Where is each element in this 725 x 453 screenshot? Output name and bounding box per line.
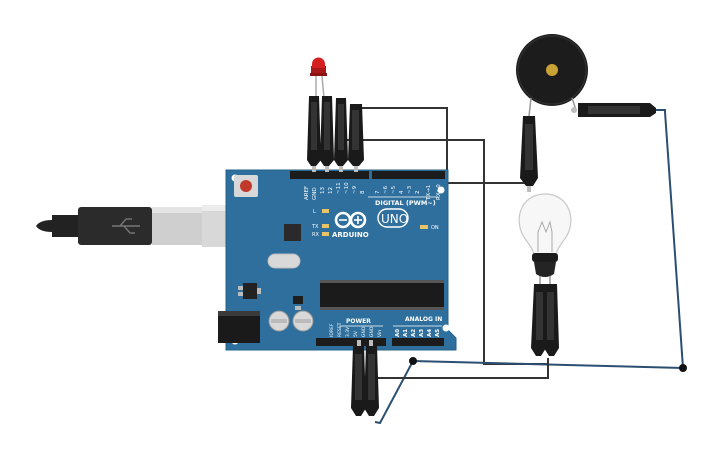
usb-cable[interactable] [36, 205, 242, 247]
wire-junction[interactable] [409, 357, 417, 365]
led[interactable] [310, 57, 327, 99]
pin-label-vin: Vin [377, 330, 383, 337]
pin-label-1: TX→1 [426, 185, 432, 201]
alligator-clip[interactable] [520, 116, 538, 192]
pin-label-3: ~3 [407, 185, 413, 194]
pin-label-a4: A4 [427, 329, 433, 337]
pin-label-7: 7 [375, 190, 381, 194]
power-label: POWER [346, 318, 371, 325]
arduino-logo-icon [334, 211, 367, 229]
wire-buzzer-gnd[interactable] [578, 109, 684, 369]
microcontroller-chip [320, 280, 444, 310]
pin-label-6: ~6 [383, 185, 389, 194]
light-bulb[interactable] [518, 193, 572, 286]
alligator-clip[interactable] [351, 346, 366, 416]
wire-gnd-blue[interactable] [374, 360, 414, 425]
buzzer[interactable] [516, 34, 588, 117]
pin-label-a3: A3 [419, 329, 425, 337]
pin-label-11: ~11 [336, 182, 342, 194]
pin-label-gnd: GND [369, 326, 375, 337]
pin-label-ioref: IOREF [329, 323, 335, 337]
alligator-clip-horizontal[interactable] [571, 103, 656, 117]
digital-label: DIGITAL (PWM~) [375, 199, 436, 207]
smd-component [295, 306, 301, 310]
pin-label-gnd: GND [312, 187, 318, 200]
pin-label-gnd: GND [361, 326, 367, 337]
wire-junction[interactable] [679, 364, 687, 372]
clip-tips [312, 166, 358, 172]
pin-label-13: 13 [320, 187, 326, 194]
smd-component [293, 296, 303, 304]
alligator-clip[interactable] [531, 284, 546, 356]
mounting-hole [437, 186, 445, 194]
power-pin-labels: IOREF RESET 3.3V 5V GND GND Vin [329, 322, 383, 337]
capacitor [292, 310, 314, 332]
power-header [316, 338, 444, 346]
pin-label-a0: A0 [395, 329, 401, 337]
reset-button[interactable] [234, 175, 258, 197]
pin-label-a1: A1 [403, 329, 409, 337]
pin-label-a5: A5 [435, 329, 441, 337]
crystal [267, 253, 301, 269]
wire-5v-bulb[interactable] [363, 360, 549, 379]
pin-label-8: 8 [360, 190, 366, 194]
uno-badge: UNO [377, 208, 409, 228]
alligator-clip[interactable] [544, 284, 559, 356]
on-label: ON [431, 225, 439, 231]
clip-tips [357, 340, 373, 346]
pin-label-5: ~5 [391, 185, 397, 194]
mounting-hole [442, 324, 450, 332]
capacitor [268, 310, 290, 332]
analog-label: ANALOG IN [405, 316, 442, 323]
indicator-leds [322, 209, 428, 236]
pin-label-9: ~9 [352, 185, 358, 194]
pin-label-4: 4 [399, 190, 405, 194]
voltage-regulator [238, 283, 261, 299]
usb-icon [112, 218, 140, 234]
pin-label-a2: A2 [411, 329, 417, 337]
tx-label: TX [311, 224, 319, 230]
digital-header [290, 171, 445, 179]
pin-label-2: 2 [415, 191, 421, 195]
alligator-clip[interactable] [348, 104, 364, 166]
alligator-clip[interactable] [320, 96, 334, 166]
pin-label-3v3: 3.3V [345, 326, 351, 337]
pin-label-5v: 5V [353, 330, 359, 337]
digital-pin-labels: AREF GND 13 12 ~11 ~10 ~9 8 7 ~6 ~5 4 ~3… [304, 182, 442, 201]
pin-label-0: RX←0 [436, 184, 442, 200]
arduino-board[interactable]: AREF GND 13 12 ~11 ~10 ~9 8 7 ~6 ~5 4 ~3… [218, 169, 457, 351]
rx-label: RX [312, 232, 319, 238]
model-label: UNO [381, 212, 408, 226]
l-label: L [313, 209, 316, 215]
pin-label-10: ~10 [344, 182, 350, 194]
power-jack[interactable] [218, 311, 260, 343]
alligator-clip[interactable] [364, 346, 379, 416]
buzzer-center [546, 64, 558, 76]
alligator-clip[interactable] [307, 96, 321, 166]
analog-pin-labels: A0 A1 A2 A3 A4 A5 [395, 329, 441, 337]
usb-chip [284, 224, 301, 241]
brand-label: ARDUINO [332, 231, 369, 239]
alligator-clip[interactable] [334, 98, 348, 166]
pin-label-aref: AREF [304, 186, 310, 200]
pin-label-12: 12 [328, 187, 334, 194]
pin-label-reset: RESET [337, 322, 343, 337]
